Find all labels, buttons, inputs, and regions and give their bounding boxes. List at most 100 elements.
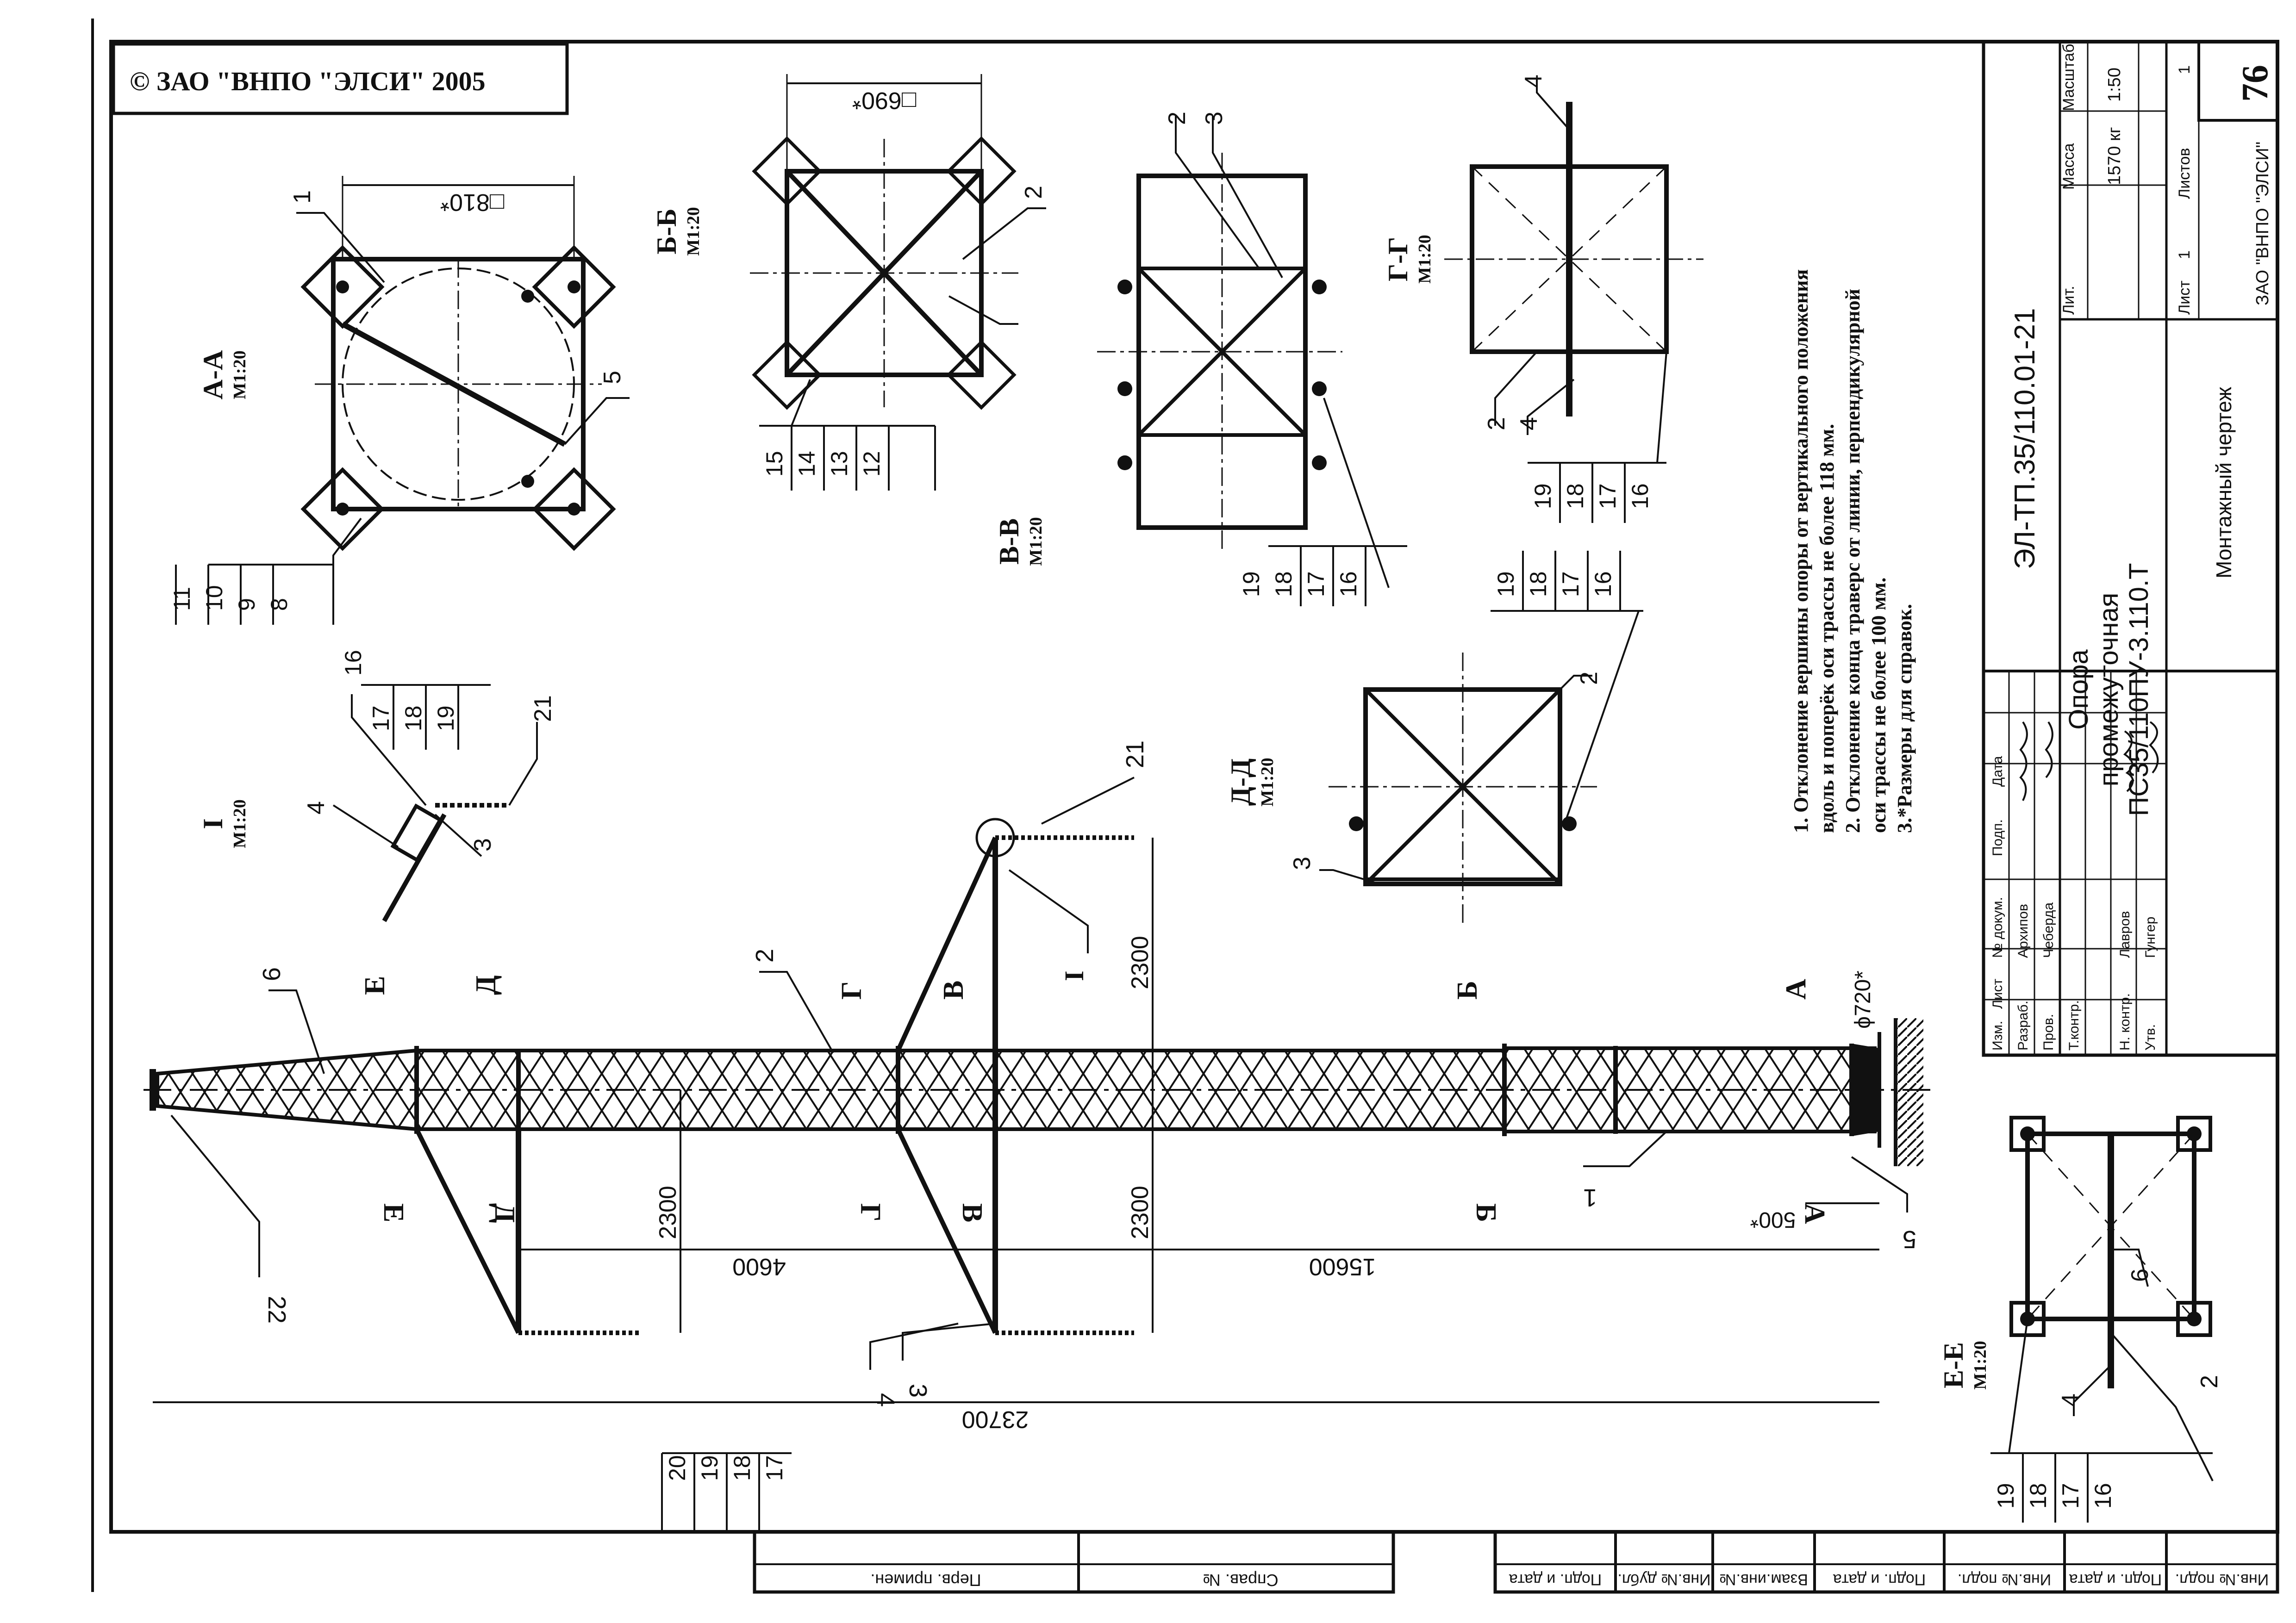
signatures	[2019, 721, 2159, 801]
ee-title: Е-Е	[1938, 1342, 1969, 1388]
section-dd	[1319, 551, 1643, 926]
vv-callout-16: 16	[1335, 571, 1361, 597]
section-gg	[1444, 79, 1703, 523]
svg-text:Е: Е	[378, 1203, 409, 1222]
svg-text:Д: Д	[489, 1203, 520, 1223]
header-mass: Масса	[2060, 143, 2078, 190]
tower-elevation	[144, 818, 1935, 1335]
leader-3: 3	[904, 1384, 932, 1398]
gg-leader-4b: 4	[1516, 417, 1542, 430]
svg-text:Г: Г	[855, 1203, 886, 1221]
gg-scale: М1:20	[1415, 235, 1435, 284]
callout-main-18: 18	[729, 1455, 755, 1481]
dimension-lines	[153, 838, 1879, 1403]
dim-total: 23700	[962, 1406, 1029, 1433]
note-2: 2. Отклонение конца траверс от линии, пе…	[1841, 289, 1864, 833]
note-2b: оси трассы не более 100 мм.	[1867, 578, 1890, 833]
aa-title: А-А	[198, 350, 228, 400]
copyright-box	[112, 42, 569, 115]
row-razrab: Разраб.	[2015, 1001, 2031, 1051]
dim-lower: 15600	[1309, 1253, 1376, 1280]
dim-arm2: 2300	[1127, 1186, 1154, 1239]
bb-callout-12: 12	[859, 451, 885, 477]
vv-leader-3: 3	[1201, 112, 1228, 125]
ee-callout-17: 17	[2058, 1483, 2084, 1509]
i-callout-18: 18	[400, 705, 426, 731]
leader-1: 1	[1583, 1184, 1597, 1212]
scale-value: 1:50	[2105, 68, 2124, 102]
gg-callout-17: 17	[1595, 483, 1621, 509]
bb-callout-14: 14	[794, 451, 820, 477]
stamp-podp-data-1: Подп. и дата	[1509, 1571, 1602, 1588]
aa-leaders	[175, 212, 630, 625]
vv-title: В-В	[994, 518, 1024, 565]
row-nkontr: Н. контр.	[2117, 993, 2133, 1051]
gg-title: Г-Г	[1383, 237, 1413, 281]
note-1b: вдоль и поперёк оси трассы не более 118 …	[1816, 424, 1838, 833]
stamp-inv-dubl: Инв.№ дубл.	[1617, 1571, 1710, 1588]
svg-text:В: В	[938, 981, 969, 1000]
ee-leader-2: 2	[2196, 1375, 2223, 1388]
col-sign: Подп.	[1990, 819, 2005, 856]
bb-callout-15: 15	[761, 451, 787, 477]
section-aa	[300, 176, 616, 551]
drawing-type: Монтажный чертеж	[2212, 387, 2236, 578]
sheets-label: Листов	[2176, 148, 2193, 199]
note-3: 3.*Размеры для справок.	[1893, 604, 1916, 833]
company-name: ЗАО "ВНПО "ЭЛСИ"	[2253, 142, 2272, 305]
title-block	[1982, 40, 2279, 1057]
aa-dim: □810*	[440, 189, 504, 216]
drawing-name-3: ПС35/110ПУ-3.110.Т	[2124, 563, 2154, 816]
vv-callout-17: 17	[1303, 571, 1329, 597]
svg-text:Г: Г	[836, 982, 867, 1000]
section-markers: Е Е Д Д Г Г В В Б Б А А	[359, 975, 1830, 1224]
main-callout-stack	[661, 1452, 792, 1532]
svg-text:А: А	[1799, 1203, 1830, 1224]
leader-2: 2	[751, 949, 779, 963]
stamp-sprav: Справ. №	[1203, 1571, 1278, 1590]
aa-callout-10: 10	[201, 585, 227, 611]
dd-callout-18: 18	[1525, 571, 1551, 597]
stamp-extra: Подп. и дата	[2069, 1571, 2162, 1588]
ee-callout-16: 16	[2090, 1483, 2116, 1509]
section-vv	[1097, 116, 1407, 606]
dd-callout-19: 19	[1493, 571, 1519, 597]
bb-leader-2a: 2	[1020, 186, 1047, 199]
leader-i: I	[1059, 970, 1089, 981]
header-scale: Масштаб	[2060, 44, 2078, 111]
col-list: Лист	[1990, 979, 2005, 1009]
stamp-vzam-inv: Взам.инв.№	[1719, 1571, 1808, 1588]
vv-callout-19: 19	[1238, 571, 1264, 597]
gg-callout-18: 18	[1562, 483, 1588, 509]
stamp-perv-primen: Перв. примен.	[870, 1571, 981, 1590]
callout-main-20: 20	[664, 1455, 690, 1481]
side-stamp	[753, 1530, 2279, 1594]
dim-base: 500*	[1750, 1207, 1796, 1232]
dd-leader-2: 2	[1576, 672, 1603, 685]
main-leaders	[170, 777, 1908, 1370]
gg-callout-19: 19	[1530, 483, 1556, 509]
callout-main-17: 17	[761, 1455, 787, 1481]
stamp-podp-data-2: Подп. и дата	[1833, 1571, 1926, 1588]
svg-text:Б: Б	[1452, 981, 1483, 1000]
dd-callout-17: 17	[1558, 571, 1584, 597]
vv-callout-18: 18	[1271, 571, 1297, 597]
i-title: I	[198, 818, 228, 829]
row-prov: Пров.	[2041, 1014, 2056, 1051]
drawing-name-2: промежуточная	[2094, 593, 2124, 787]
aa-scale: М1:20	[230, 350, 250, 399]
header-lit: Лит.	[2060, 286, 2078, 315]
drawing-name-1: Опора	[2064, 649, 2094, 730]
leader-21: 21	[1121, 740, 1149, 768]
svg-text:Б: Б	[1470, 1203, 1502, 1222]
row-tkontr: Т.контр.	[2066, 1000, 2082, 1051]
leader-5: 5	[1903, 1225, 1916, 1253]
section-i	[332, 684, 538, 922]
dim-diameter: ϕ720*	[1851, 970, 1875, 1029]
section-ee	[1990, 1116, 2214, 1523]
col-doc: № докум.	[1990, 897, 2005, 958]
leader-6: 6	[258, 967, 286, 981]
sheet-label: Лист	[2176, 280, 2193, 315]
svg-text:В: В	[956, 1203, 988, 1222]
stamp-extra-2: Инв.№ подл.	[2175, 1571, 2269, 1588]
